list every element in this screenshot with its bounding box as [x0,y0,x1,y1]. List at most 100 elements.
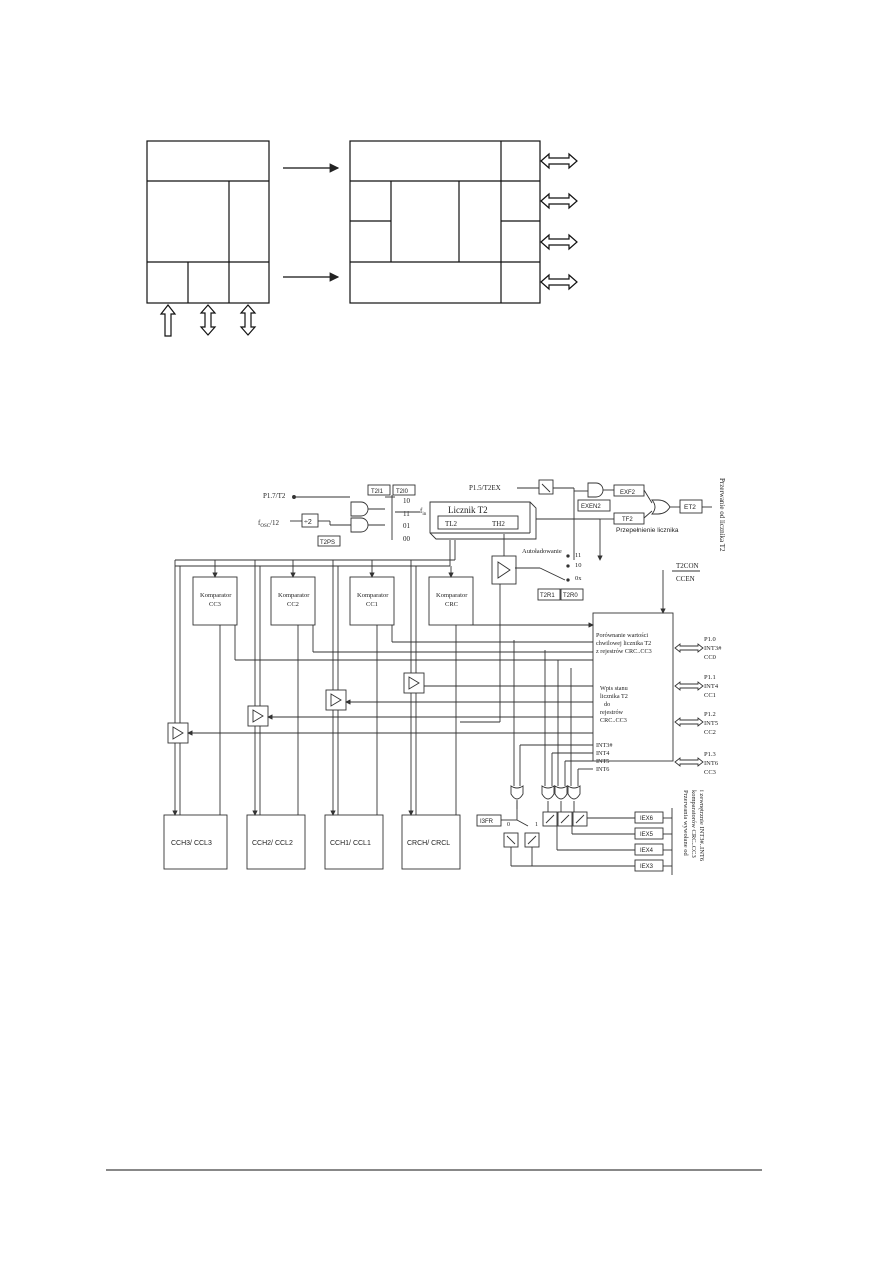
svg-text:P1.2: P1.2 [704,711,716,718]
svg-text:do: do [604,701,610,708]
svg-text:CC2: CC2 [287,601,299,608]
register-cc1: CCH1/ CCL1 [324,814,384,870]
svg-text:IEX5: IEX5 [640,832,654,838]
t2i1-box [367,484,391,496]
or-gate-int6 [567,785,581,800]
bidir-arrow-4 [540,273,578,291]
control-block: Porównanie wartości chwilowej licznika T… [592,612,674,773]
autoload-buffer [491,555,517,585]
i3fr-box [476,814,502,827]
bidir-arrow-3 [540,233,578,251]
svg-text:chwilowej licznika T2: chwilowej licznika T2 [596,640,651,647]
svg-text:T2I1: T2I1 [371,489,384,495]
t2r0-label: T2R0 [563,593,578,599]
t2r1-label: T2R1 [540,593,555,599]
svg-text:fin: fin [420,507,427,517]
interrupt-cmp-label-3: i zewnętrznie INT3#..INT6 [698,790,705,862]
left-block [146,140,270,304]
svg-text:Wpis stanu: Wpis stanu [600,685,628,692]
or-gate-int3 [510,785,524,800]
svg-text:CC3: CC3 [209,601,221,608]
svg-text:P1.1: P1.1 [704,674,716,681]
svg-text:Komparator: Komparator [200,592,232,599]
svg-text:CCH3/ CCL3: CCH3/ CCL3 [171,840,212,847]
svg-text:CC3: CC3 [704,769,716,776]
svg-text:INT5: INT5 [704,720,718,727]
et2-label: ET2 [684,504,696,511]
comparator-crc: Komparator CRC [428,576,474,626]
edge-detector-int4 [542,811,558,827]
register-cc2: CCH2/ CCL2 [246,814,306,870]
register-crc: CRCH/ CRCL [401,814,461,870]
svg-text:INT6: INT6 [596,766,609,773]
fosc-label: fOSC/12 [258,519,280,529]
edge-detector-int5 [557,811,573,827]
top-block-diagram [146,140,578,337]
svg-text:11: 11 [575,552,581,559]
buffer-cc3 [167,722,189,744]
bidir-vertical-arrow-2 [239,304,257,336]
svg-text:P1.0: P1.0 [704,636,716,643]
or-gate-int4 [541,785,555,800]
edge-detector-1 [524,832,540,848]
svg-text:INT4: INT4 [704,683,719,690]
svg-text:÷2: ÷2 [304,519,312,526]
bidir-arrow-2 [540,192,578,210]
and-gate-2 [350,517,369,533]
exen2-label: EXEN2 [581,504,601,510]
comparator-cc2: Komparator CC2 [270,576,316,626]
interrupt-cmp-label-1: Przerwania wywołane od [682,790,689,856]
svg-text:INT3#: INT3# [596,742,613,749]
svg-text:licznika T2: licznika T2 [600,693,628,700]
interrupt-t2-label: Przerwanie od licznika T2 [718,478,726,552]
svg-text:Komparator: Komparator [278,592,310,599]
svg-text:INT5: INT5 [596,758,609,765]
svg-text:TH2: TH2 [492,520,505,528]
div2-box [301,513,319,528]
svg-text:11: 11 [403,510,410,518]
or-gate-et2 [651,499,671,515]
svg-text:CC1: CC1 [366,601,378,608]
svg-text:z rejestrów CRC..CC3: z rejestrów CRC..CC3 [596,648,652,655]
p17-label: P1.7/T2 [263,492,286,500]
buffer-cc2 [247,705,269,727]
svg-text:I3FR: I3FR [480,819,494,825]
svg-text:0: 0 [507,822,510,828]
svg-text:IEX3: IEX3 [640,864,654,870]
port-p13: P1.3 INT6 CC3 [674,751,719,776]
t2ps-label: T2PS [320,540,335,546]
interrupt-cmp-label-2: komparatorów CRC..CC3 [690,790,697,858]
svg-text:10: 10 [575,562,582,569]
svg-text:CRC: CRC [445,601,458,608]
autoload-label: Autoładowanie [522,548,562,555]
svg-text:CRCH/ CRCL: CRCH/ CRCL [407,840,450,847]
p15-label: P1.5/T2EX [469,484,501,492]
ccen-label: CCEN [676,575,695,583]
right-block [349,140,541,304]
svg-text:01: 01 [403,522,411,530]
register-cc3: CCH3/ CCL3 [163,814,228,870]
counter-title: Licznik T2 [448,505,488,515]
iex5-box: IEX5 [634,827,664,840]
bidir-arrow-1 [540,152,578,170]
svg-text:1: 1 [535,822,538,828]
bidir-vertical-arrow-1 [199,304,217,336]
svg-text:INT4: INT4 [596,750,609,757]
or-gate-int5 [554,785,568,800]
comparator-cc1: Komparator CC1 [349,576,395,626]
svg-text:INT3#: INT3# [704,645,722,652]
timer2-diagram: P1.7/T2 fOSC/12 ÷2 T2PS T2I1 T2I0 10 11 … [163,478,726,875]
edge-detector-int6 [572,811,588,827]
port-p11: P1.1 INT4 CC1 [674,674,719,699]
counter-t2: Licznik T2 TL2 TH2 [429,501,537,540]
svg-text:CCH2/ CCL2: CCH2/ CCL2 [252,840,293,847]
svg-text:CRC..CC3: CRC..CC3 [600,717,627,724]
svg-text:INT6: INT6 [704,760,719,767]
svg-text:Komparator: Komparator [436,592,468,599]
svg-text:IEX6: IEX6 [640,816,654,822]
iex6-box: IEX6 [634,811,664,824]
port-p12: P1.2 INT5 CC2 [674,711,718,736]
and-gate-1 [350,501,369,517]
svg-text:Porównanie wartości: Porównanie wartości [596,632,648,639]
